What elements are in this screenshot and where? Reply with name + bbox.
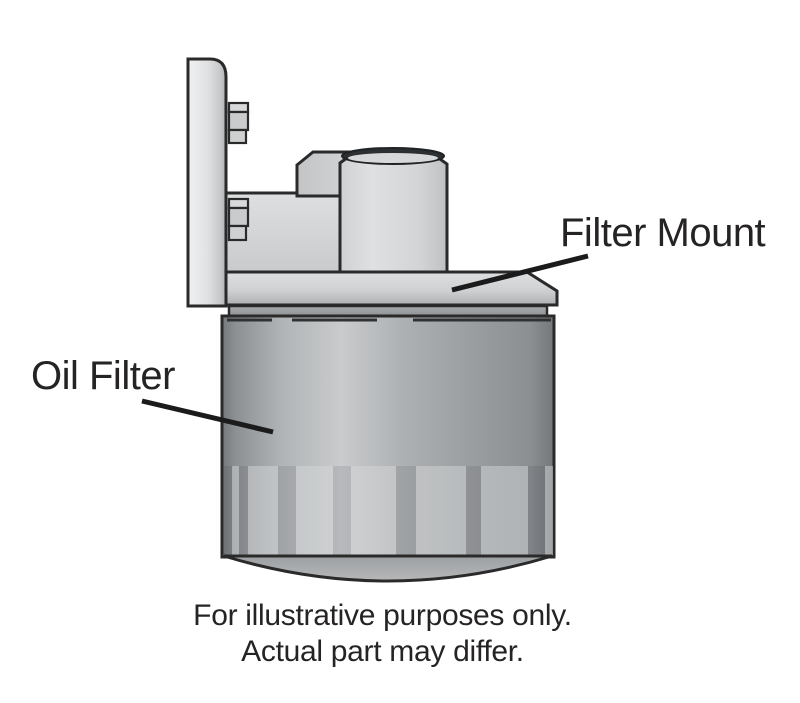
caption-line-2: Actual part may differ. [241, 635, 524, 668]
leader-line-filter-mount [451, 253, 589, 293]
fitting-port-rim-inner [348, 153, 438, 163]
caption-line-1: For illustrative purposes only. [193, 599, 572, 632]
lower-mounting-bolt [227, 197, 250, 242]
filter-mount-label: Filter Mount [560, 211, 766, 255]
filter-flutes [224, 466, 553, 555]
fitting-body-shape [338, 150, 449, 274]
filter-dome-bottom [223, 554, 553, 583]
upper-mounting-bolt [227, 101, 250, 145]
caption: For illustrative purposes only. Actual p… [0, 598, 765, 670]
oil-filter-label: Oil Filter [31, 354, 175, 398]
leader-line-oil-filter [141, 398, 274, 435]
bracket-shape [186, 57, 228, 308]
